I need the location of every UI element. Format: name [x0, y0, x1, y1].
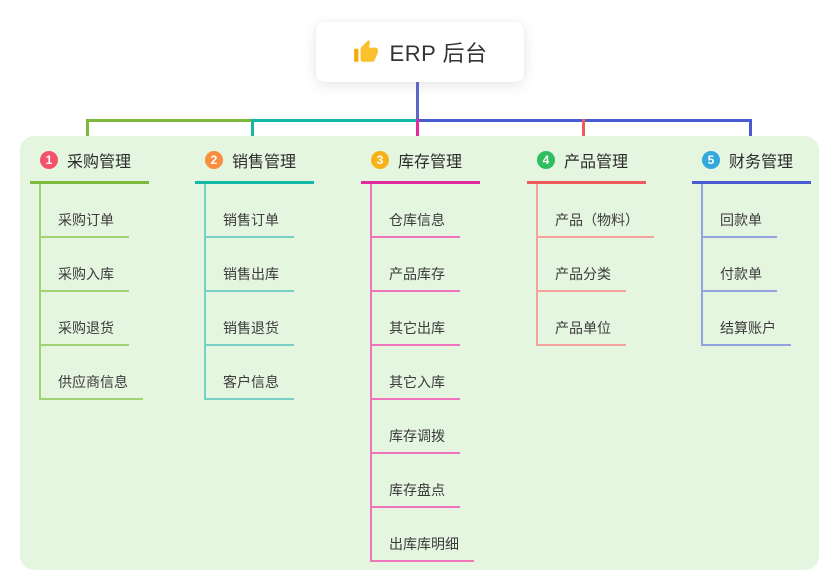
- branch-number-badge: 5: [702, 151, 720, 169]
- node-sales-return[interactable]: 销售退货: [206, 292, 294, 346]
- branch-title: 销售管理: [232, 154, 297, 171]
- branch-number-badge: 1: [40, 151, 58, 169]
- connector-bus-purchase: [86, 119, 253, 122]
- node-product-unit[interactable]: 产品单位: [538, 292, 626, 346]
- node-product-material[interactable]: 产品（物料）: [538, 184, 654, 238]
- node-purchase-return[interactable]: 采购退货: [41, 292, 129, 346]
- root-node-erp[interactable]: ERP 后台: [316, 22, 524, 82]
- node-payment-slip[interactable]: 付款单: [703, 238, 777, 292]
- branch-purchase-header[interactable]: 1 采购管理: [30, 145, 149, 184]
- connector-drop-product: [582, 119, 585, 148]
- node-product-category[interactable]: 产品分类: [538, 238, 626, 292]
- branch-sales-items: 销售订单 销售出库 销售退货 客户信息: [204, 184, 314, 400]
- connector-bus-sales: [251, 119, 419, 122]
- branch-title: 库存管理: [398, 154, 463, 171]
- connector-drop-finance: [749, 119, 752, 148]
- node-warehouse-info[interactable]: 仓库信息: [372, 184, 460, 238]
- branch-title: 产品管理: [564, 154, 629, 171]
- branch-purchase: 1 采购管理 采购订单 采购入库 采购退货 供应商信息: [30, 145, 149, 400]
- thumbs-up-icon: [353, 40, 378, 62]
- node-supplier-info[interactable]: 供应商信息: [41, 346, 143, 400]
- branch-title: 采购管理: [67, 154, 132, 171]
- branch-finance: 5 财务管理 回款单 付款单 结算账户: [692, 145, 811, 346]
- connector-root-line: [416, 82, 419, 120]
- branch-product-header[interactable]: 4 产品管理: [527, 145, 646, 184]
- branches-panel: [20, 136, 819, 570]
- node-stock-transfer[interactable]: 库存调拨: [372, 400, 460, 454]
- connector-drop-sales: [251, 119, 254, 148]
- node-other-inbound[interactable]: 其它入库: [372, 346, 460, 400]
- branch-inventory-header[interactable]: 3 库存管理: [361, 145, 480, 184]
- node-sales-outbound[interactable]: 销售出库: [206, 238, 294, 292]
- branch-purchase-items: 采购订单 采购入库 采购退货 供应商信息: [39, 184, 149, 400]
- node-settlement-account[interactable]: 结算账户: [703, 292, 791, 346]
- node-stock-detail[interactable]: 出库库明细: [372, 508, 474, 562]
- branch-number-badge: 2: [205, 151, 223, 169]
- branch-sales-header[interactable]: 2 销售管理: [195, 145, 314, 184]
- node-purchase-order[interactable]: 采购订单: [41, 184, 129, 238]
- branch-title: 财务管理: [729, 154, 794, 171]
- node-sales-order[interactable]: 销售订单: [206, 184, 294, 238]
- branch-sales: 2 销售管理 销售订单 销售出库 销售退货 客户信息: [195, 145, 314, 400]
- node-purchase-inbound[interactable]: 采购入库: [41, 238, 129, 292]
- branch-finance-header[interactable]: 5 财务管理: [692, 145, 811, 184]
- branch-number-badge: 4: [537, 151, 555, 169]
- node-collection-slip[interactable]: 回款单: [703, 184, 777, 238]
- branch-inventory-items: 仓库信息 产品库存 其它出库 其它入库 库存调拨 库存盘点 出库库明细: [370, 184, 480, 562]
- node-customer-info[interactable]: 客户信息: [206, 346, 294, 400]
- connector-drop-purchase: [86, 119, 89, 148]
- branch-finance-items: 回款单 付款单 结算账户: [701, 184, 811, 346]
- node-other-outbound[interactable]: 其它出库: [372, 292, 460, 346]
- node-stock-count[interactable]: 库存盘点: [372, 454, 460, 508]
- branch-number-badge: 3: [371, 151, 389, 169]
- branch-product: 4 产品管理 产品（物料） 产品分类 产品单位: [527, 145, 654, 346]
- branch-inventory: 3 库存管理 仓库信息 产品库存 其它出库 其它入库 库存调拨 库存盘点 出库库…: [361, 145, 480, 562]
- node-product-stock[interactable]: 产品库存: [372, 238, 460, 292]
- connector-drop-inventory: [416, 119, 419, 148]
- root-node-title: ERP 后台: [389, 41, 488, 66]
- branch-product-items: 产品（物料） 产品分类 产品单位: [536, 184, 654, 346]
